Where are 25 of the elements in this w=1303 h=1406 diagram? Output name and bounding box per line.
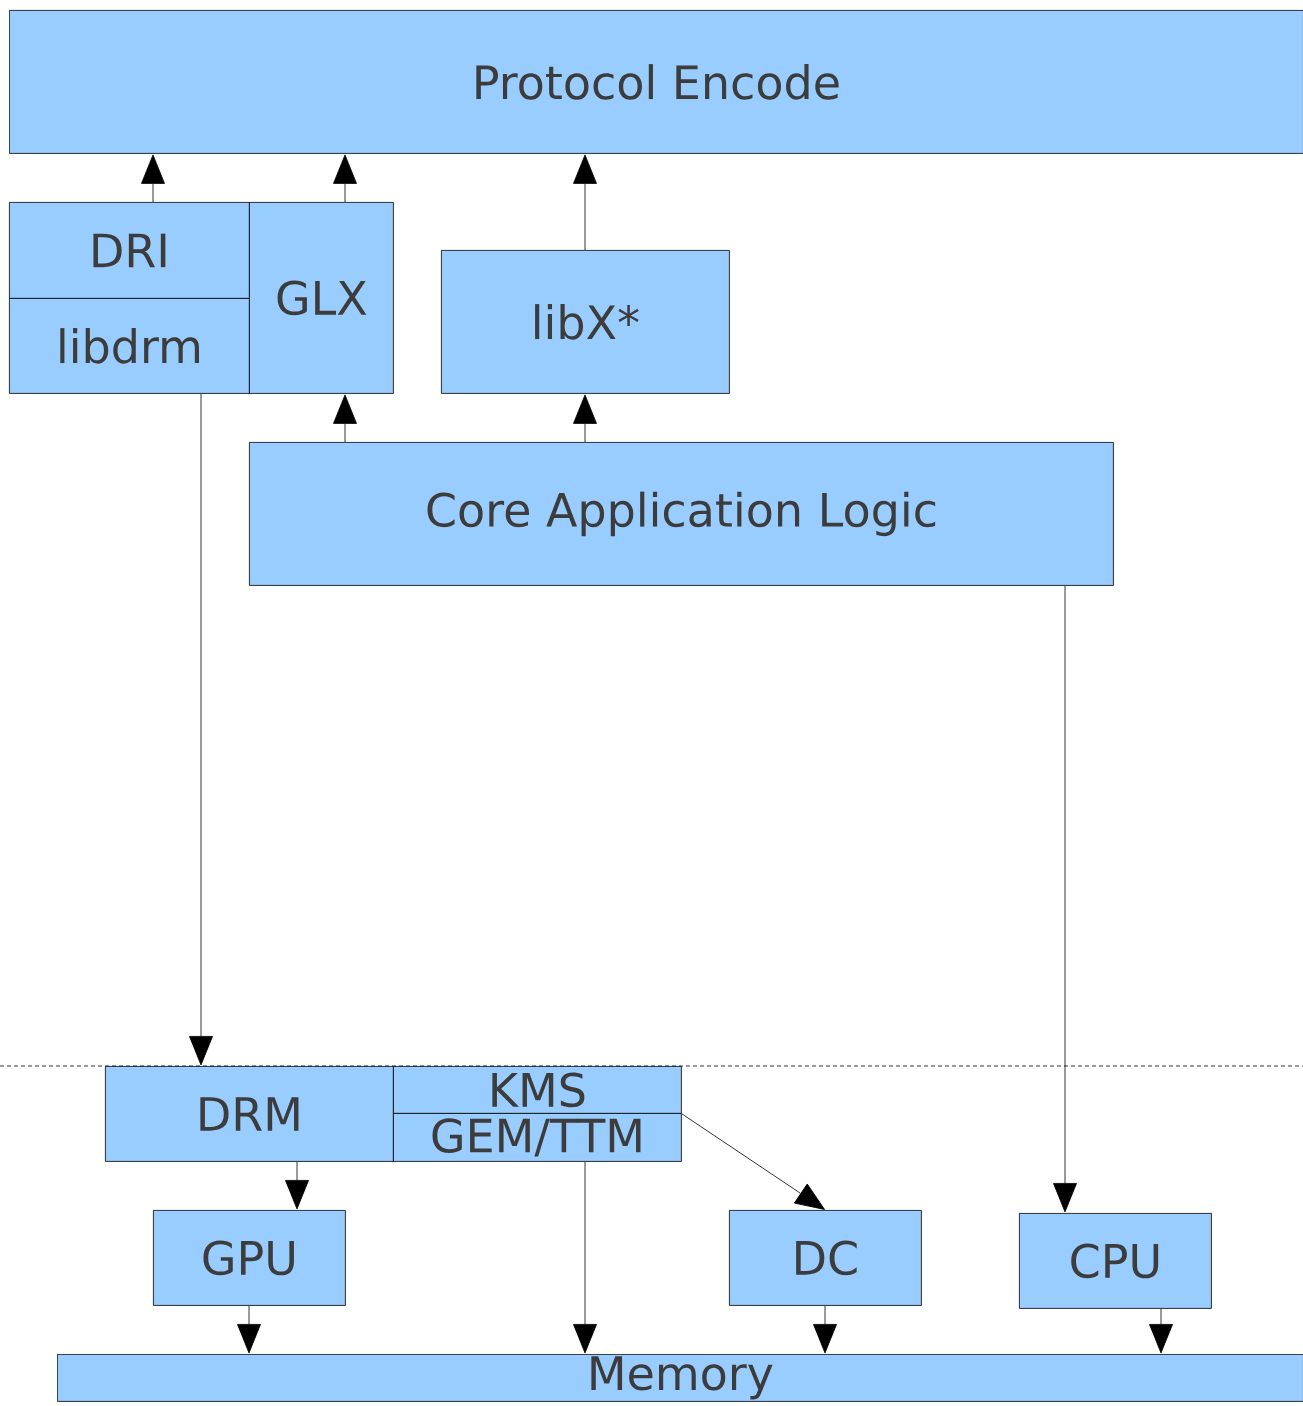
process-box: GLX (249, 202, 394, 394)
arrow (1149, 1308, 1173, 1354)
arrow (189, 393, 213, 1066)
process-box: CPU (1019, 1213, 1212, 1309)
arrow (333, 154, 357, 203)
process-box: Protocol Encode (9, 10, 1303, 154)
arrow (681, 1113, 825, 1210)
process-box: DRI (9, 202, 250, 299)
arrow (813, 1305, 837, 1354)
arrow (141, 154, 165, 203)
arrow (237, 1305, 261, 1354)
process-box: libX* (441, 250, 730, 394)
arrow (285, 1161, 309, 1210)
arrow (573, 394, 597, 443)
process-box: Core Application Logic (249, 442, 1114, 586)
process-box: GPU (153, 1210, 346, 1306)
process-box: KMS (393, 1066, 682, 1114)
arrow (573, 1161, 597, 1354)
arrow (333, 394, 357, 443)
process-box: Memory (57, 1354, 1303, 1402)
process-box: GEM/TTM (393, 1113, 682, 1162)
process-box: DC (729, 1210, 922, 1306)
arrow (1053, 585, 1077, 1213)
arrow (573, 154, 597, 251)
process-box: libdrm (9, 298, 250, 394)
